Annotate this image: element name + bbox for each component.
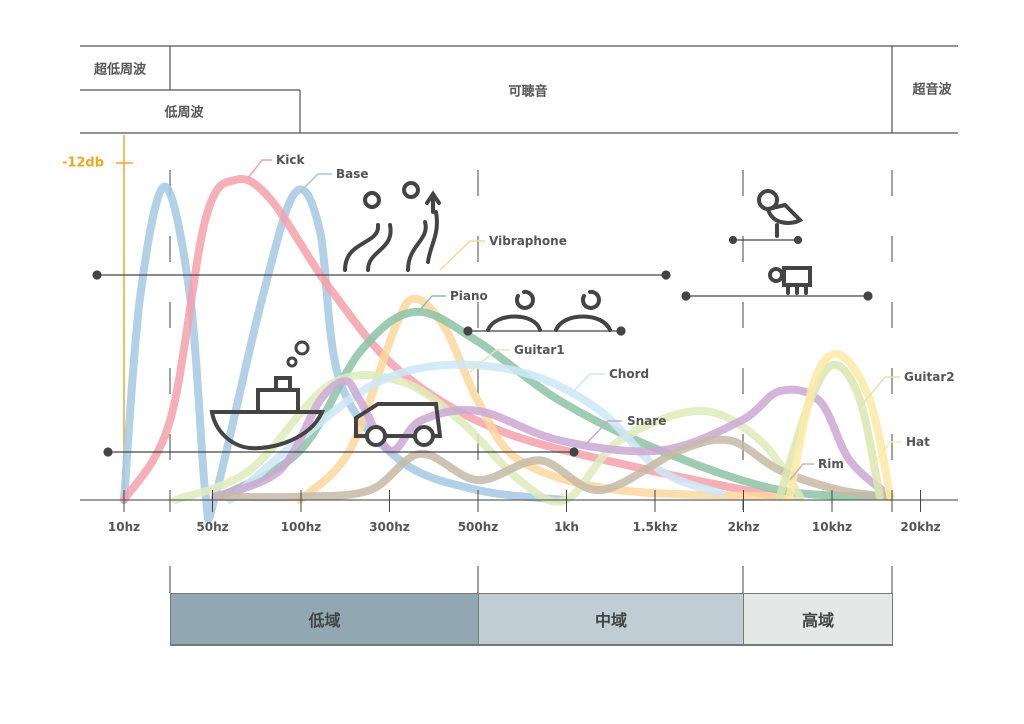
x-tick-label: 300hz	[369, 520, 410, 534]
bird-icon	[757, 189, 804, 238]
boat-icon	[209, 340, 326, 451]
people-icon	[486, 289, 612, 332]
insect-icon	[768, 266, 812, 295]
label-hat: Hat	[906, 435, 930, 449]
x-tick-label: 10hz	[107, 520, 141, 534]
db-label: -12db	[61, 155, 105, 171]
road-icon	[343, 181, 441, 272]
label-piano: Piano	[450, 289, 488, 303]
curve-vibraphone	[296, 294, 805, 504]
ultrasonic-label: 超音波	[912, 82, 952, 98]
curve-rim	[216, 435, 895, 502]
label-rim: Rim	[818, 457, 844, 471]
instrument-curves	[120, 175, 895, 524]
low-frequency-label: 低周波	[164, 105, 204, 121]
label-vibraphone: Vibraphone	[489, 234, 567, 248]
infrasonic-label: 超低周波	[93, 62, 147, 78]
label-guitar2: Guitar2	[904, 370, 955, 384]
label-snare: Snare	[627, 414, 667, 428]
curve-hat	[785, 350, 895, 501]
label-chord: Chord	[609, 367, 650, 381]
car-icon	[354, 402, 443, 447]
x-tick-label: 100hz	[280, 520, 322, 534]
band-high: 高域	[743, 593, 893, 646]
x-tick-label: 1.5khz	[632, 520, 678, 534]
audible-label: 可聴音	[508, 84, 548, 100]
x-tick-label: 1kh	[554, 520, 579, 534]
x-tick-label: 10khz	[811, 520, 853, 534]
x-axis-ticks	[123, 490, 921, 512]
band-low: 低域	[170, 593, 478, 646]
x-tick-label: 20khz	[900, 520, 941, 534]
label-leaders	[247, 159, 902, 481]
x-tick-label: 50hz	[196, 520, 229, 534]
label-guitar1: Guitar1	[514, 343, 565, 357]
band-mid: 中域	[478, 593, 743, 646]
curve-snare	[211, 377, 895, 501]
curve-guitar1	[171, 371, 805, 506]
x-tick-label: 500hz	[457, 520, 499, 534]
band-connectors	[169, 566, 893, 593]
label-kick: Kick	[276, 153, 305, 167]
x-tick-label: 2khz	[727, 520, 760, 534]
band-dividers	[169, 170, 893, 510]
header-grid	[80, 45, 958, 134]
label-base: Base	[336, 167, 369, 181]
source-ranges	[92, 235, 873, 457]
